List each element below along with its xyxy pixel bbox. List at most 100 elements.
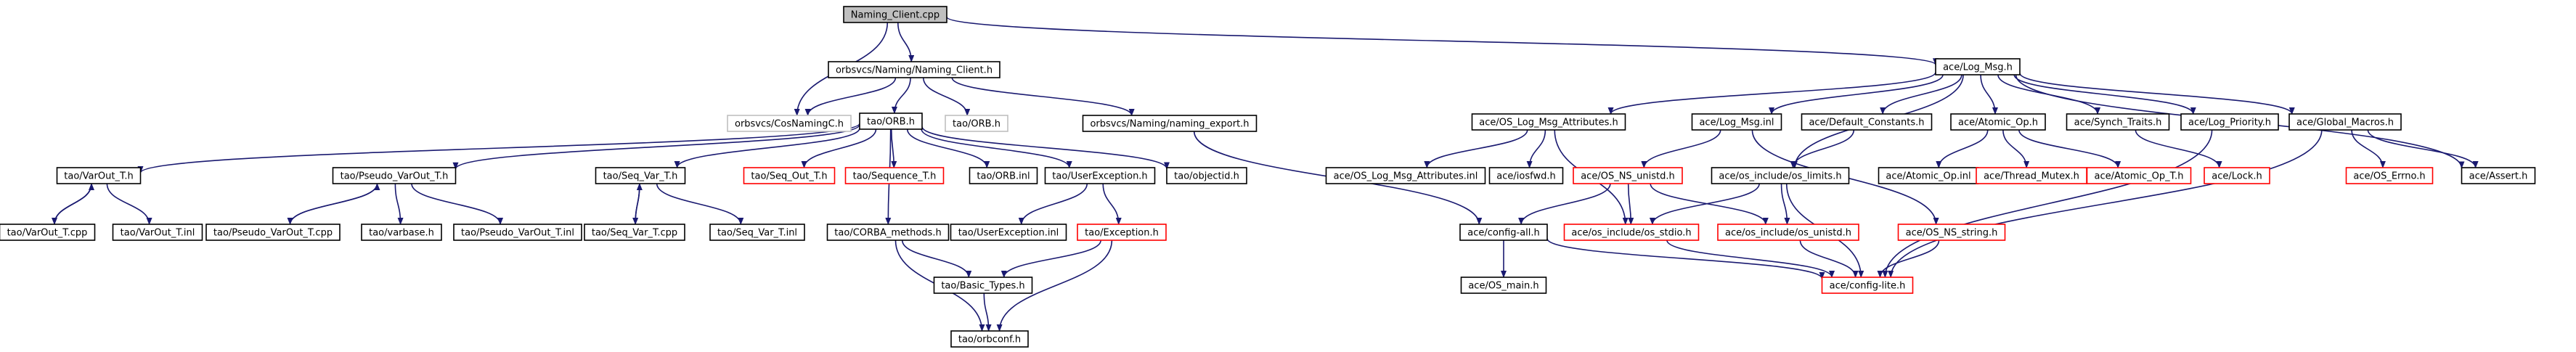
- edge-exception-h-to-basic-types-h: [1000, 240, 1102, 278]
- node-userexception-inl[interactable]: tao/UserException.inl: [950, 224, 1067, 241]
- node-atomic-op-t-h[interactable]: ace/Atomic_Op_T.h: [2086, 167, 2192, 184]
- node-default-constants-h[interactable]: ace/Default_Constants.h: [1801, 113, 1933, 131]
- node-exception-h[interactable]: tao/Exception.h: [1077, 224, 1167, 241]
- node-cosnamingc-h[interactable]: orbsvcs/CosNamingC.h: [727, 115, 852, 132]
- node-naming-export-h[interactable]: orbsvcs/Naming/naming_export.h: [1082, 115, 1258, 132]
- edge-log-msg-h-to-atomic-op-h: [1980, 74, 1998, 115]
- edge-naming-client-cpp-to-naming-client-h: [897, 22, 915, 62]
- node-os-include-limits-h[interactable]: ace/os_include/os_limits.h: [1711, 167, 1850, 184]
- node-label: tao/Seq_Out_T.h: [751, 171, 827, 182]
- node-os-log-msg-attributes-inl[interactable]: ace/OS_Log_Msg_Attributes.inl: [1325, 167, 1486, 184]
- node-synch-traits-h[interactable]: ace/Synch_Traits.h: [2066, 113, 2170, 131]
- node-label: Naming_Client.cpp: [851, 10, 939, 21]
- node-os-ns-string-h[interactable]: ace/OS_NS_string.h: [1897, 224, 2006, 241]
- node-corba-methods-h[interactable]: tao/CORBA_methods.h: [826, 224, 950, 241]
- node-seq-out-t-h[interactable]: tao/Seq_Out_T.h: [743, 167, 836, 184]
- node-label: orbsvcs/Naming/Naming_Client.h: [836, 65, 993, 76]
- edge-log-msg-h-to-os-log-msg-attributes-h: [1607, 72, 1936, 115]
- node-label: ace/Assert.h: [2469, 171, 2528, 182]
- edge-seq-var-t-h-to-seq-var-t-inl: [656, 183, 744, 225]
- node-os-include-unistd-h[interactable]: ace/os_include/os_unistd.h: [1717, 224, 1859, 241]
- node-box: [1471, 113, 1626, 131]
- node-orb-inl[interactable]: tao/ORB.inl: [969, 167, 1038, 184]
- edge-basic-types-h-to-orbconf-h: [983, 292, 992, 332]
- node-box: [743, 167, 836, 184]
- node-box: [1935, 58, 2021, 75]
- node-label: ace/Synch_Traits.h: [2074, 118, 2162, 128]
- edge-varout-t-h-to-varout-t-inl: [106, 183, 152, 225]
- edge-os-ns-unistd-h-to-config-all-h: [1518, 183, 1611, 225]
- edge-naming-client-h-to-cosnamingc-h: [804, 77, 897, 116]
- node-box: [2204, 167, 2270, 184]
- node-box: [1166, 167, 1247, 184]
- edges-layer: [52, 16, 2479, 332]
- node-label: tao/ORB.h: [867, 117, 915, 128]
- node-objectid-h[interactable]: tao/objectid.h: [1166, 167, 1247, 184]
- node-os-log-msg-attributes-h[interactable]: ace/OS_Log_Msg_Attributes.h: [1471, 113, 1626, 131]
- node-atomic-op-h[interactable]: ace/Atomic_Op.h: [1950, 113, 2046, 131]
- node-box: [1573, 167, 1683, 184]
- node-box: [1082, 115, 1258, 132]
- node-box: [844, 167, 945, 184]
- node-box: [709, 224, 805, 241]
- node-naming-client-h[interactable]: orbsvcs/Naming/Naming_Client.h: [828, 61, 1000, 78]
- node-log-msg-inl[interactable]: ace/Log_Msg.inl: [1691, 113, 1782, 131]
- node-seq-var-t-h[interactable]: tao/Seq_Var_T.h: [595, 167, 686, 184]
- node-sequence-t-h[interactable]: tao/Sequence_T.h: [844, 167, 945, 184]
- edge-log-msg-inl-to-os-ns-unistd-h: [1641, 129, 1721, 168]
- node-varout-t-inl[interactable]: tao/VarOut_T.inl: [112, 224, 203, 241]
- node-userexception-h[interactable]: tao/UserException.h: [1044, 167, 1156, 184]
- node-pseudo-varout-t-cpp[interactable]: tao/Pseudo_VarOut_T.cpp: [205, 224, 341, 241]
- node-varout-t-cpp[interactable]: tao/VarOut_T.cpp: [0, 224, 96, 241]
- node-box: [727, 115, 852, 132]
- node-global-macros-h[interactable]: ace/Global_Macros.h: [2288, 113, 2402, 131]
- node-os-ns-unistd-h[interactable]: ace/OS_NS_unistd.h: [1573, 167, 1683, 184]
- node-naming-client-cpp[interactable]: Naming_Client.cpp: [843, 6, 947, 23]
- node-orbconf-h[interactable]: tao/orbconf.h: [950, 330, 1029, 348]
- node-label: tao/UserException.h: [1052, 171, 1147, 182]
- node-label: tao/Pseudo_VarOut_T.h: [341, 171, 449, 182]
- node-lock-h[interactable]: ace/Lock.h: [2204, 167, 2270, 184]
- node-box: [1691, 113, 1782, 131]
- node-box: [828, 61, 1000, 78]
- edge-naming-client-h-to-naming-export-h: [951, 77, 1135, 116]
- node-assert-h[interactable]: ace/Assert.h: [2461, 167, 2536, 184]
- node-box: [950, 330, 1029, 348]
- node-seq-var-t-cpp[interactable]: tao/Seq_Var_T.cpp: [584, 224, 685, 241]
- node-label: tao/VarOut_T.inl: [121, 228, 195, 239]
- node-varbase-h[interactable]: tao/varbase.h: [361, 224, 442, 241]
- node-label: tao/orbconf.h: [958, 335, 1021, 345]
- node-os-include-stdio-h[interactable]: ace/os_include/os_stdio.h: [1563, 224, 1700, 241]
- node-os-main-h[interactable]: ace/OS_main.h: [1460, 277, 1547, 294]
- node-varout-t-h[interactable]: tao/VarOut_T.h: [56, 167, 142, 184]
- node-pseudo-varout-t-h[interactable]: tao/Pseudo_VarOut_T.h: [332, 167, 457, 184]
- node-thread-mutex-h[interactable]: ace/Thread_Mutex.h: [1976, 167, 2087, 184]
- node-config-all-h[interactable]: ace/config-all.h: [1459, 224, 1548, 241]
- node-pseudo-varout-t-inl[interactable]: tao/Pseudo_VarOut_T.inl: [453, 224, 582, 241]
- node-basic-types-h[interactable]: tao/Basic_Types.h: [933, 277, 1033, 294]
- node-label: ace/OS_NS_unistd.h: [1581, 171, 1675, 182]
- node-config-lite-h[interactable]: ace/config-lite.h: [1821, 277, 1914, 294]
- node-orb-h[interactable]: tao/ORB.h: [859, 112, 923, 130]
- node-log-priority-h[interactable]: ace/Log_Priority.h: [2180, 113, 2279, 131]
- node-atomic-op-inl[interactable]: ace/Atomic_Op.inl: [1878, 167, 1979, 184]
- node-box: [2066, 113, 2170, 131]
- node-box: [1488, 167, 1564, 184]
- node-label: ace/Atomic_Op_T.h: [2095, 171, 2184, 182]
- node-iosfwd-h[interactable]: ace/iosfwd.h: [1488, 167, 1564, 184]
- edge-orb-h-to-seq-out-t-h: [801, 128, 877, 168]
- node-seq-var-t-inl[interactable]: tao/Seq_Var_T.inl: [709, 224, 805, 241]
- node-label: ace/OS_Errno.h: [2353, 171, 2425, 182]
- edge-exception-h-to-orbconf-h: [996, 240, 1113, 332]
- edge-os-include-limits-h-to-os-include-stdio-h: [1649, 183, 1760, 225]
- node-label: tao/varbase.h: [369, 228, 434, 239]
- node-box: [584, 224, 685, 241]
- node-label: ace/config-all.h: [1467, 228, 1540, 239]
- edge-os-log-msg-attributes-h-to-iosfwd-h: [1526, 129, 1546, 168]
- edge-corba-methods-h-to-basic-types-h: [901, 240, 972, 278]
- node-tao-orb-h[interactable]: tao/ORB.h: [945, 115, 1008, 132]
- node-log-msg-h[interactable]: ace/Log_Msg.h: [1935, 58, 2021, 75]
- node-box: [1821, 277, 1914, 294]
- node-os-errno-h[interactable]: ace/OS_Errno.h: [2345, 167, 2434, 184]
